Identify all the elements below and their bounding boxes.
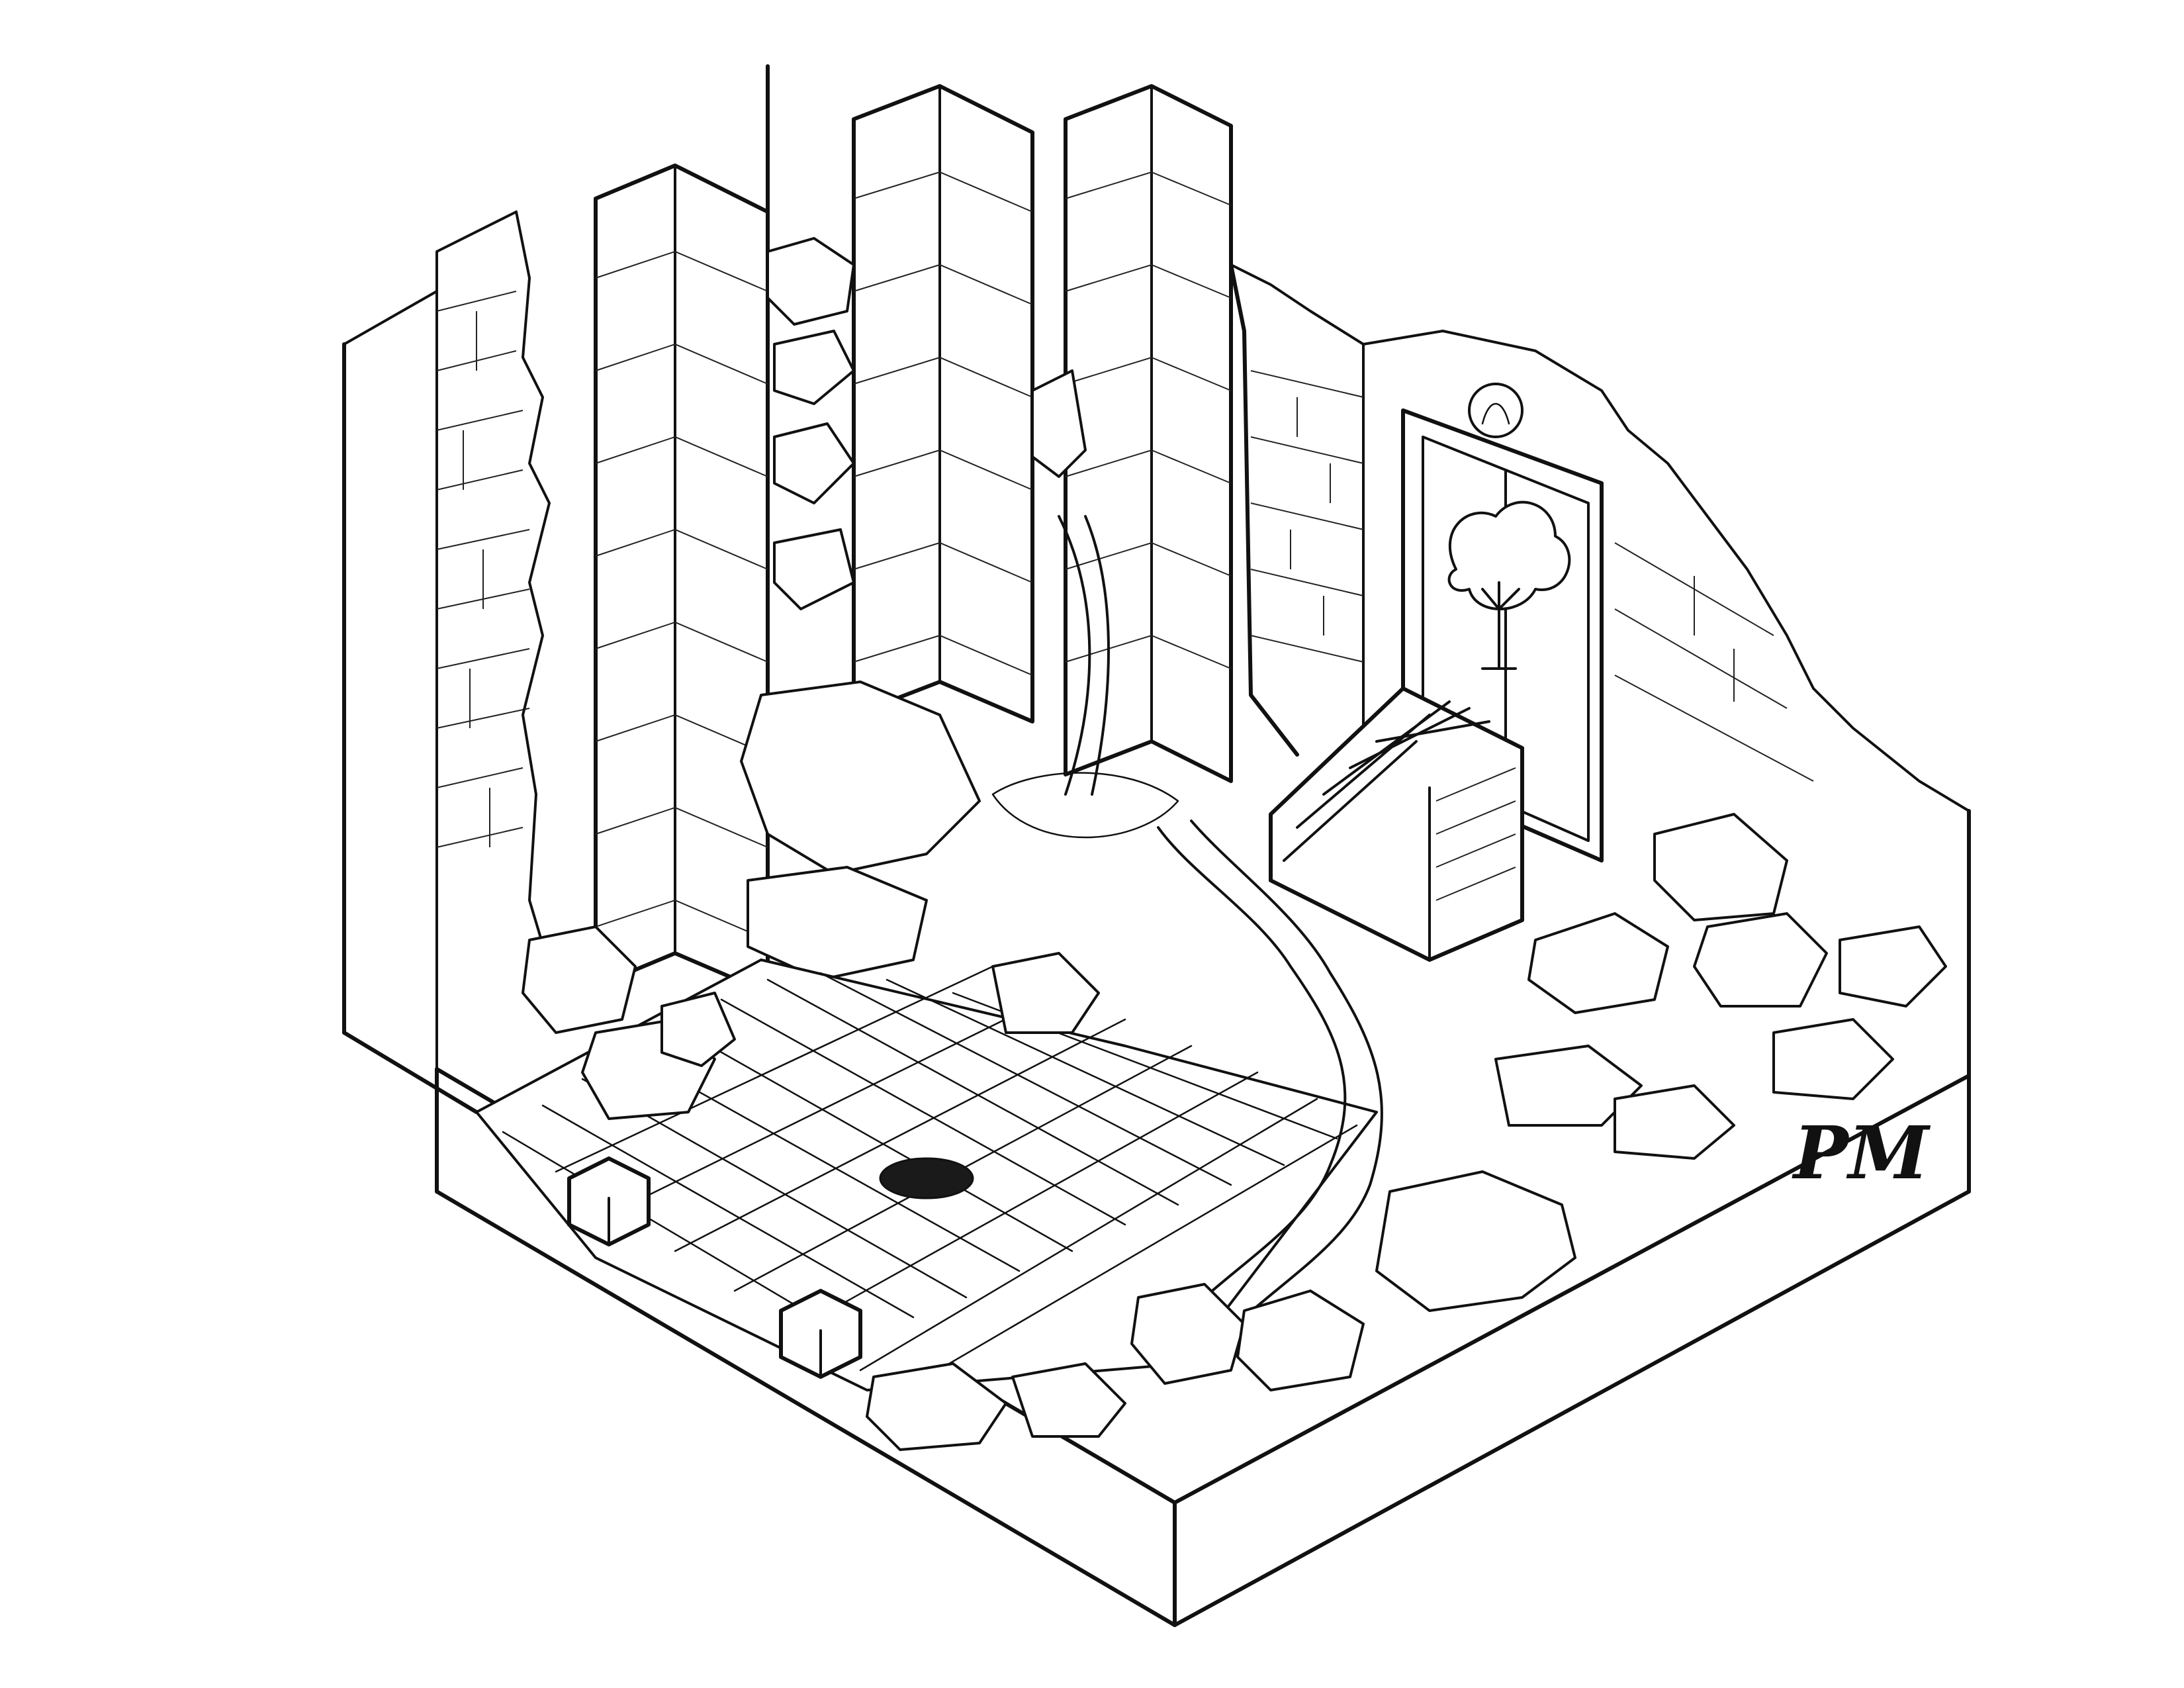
rubble-piles — [522, 813, 1947, 1451]
back-right-wall — [1229, 263, 1970, 822]
tree-emblem-icon — [1447, 500, 1571, 670]
rubble-between-pillars — [740, 237, 1087, 981]
pillar-left — [594, 164, 770, 995]
sun-emblem-icon — [1468, 383, 1524, 438]
artist-signature: PM — [1792, 1110, 1931, 1196]
stone-stairs — [1269, 686, 1524, 962]
pillar-right — [1064, 84, 1233, 783]
back-left-wall — [342, 211, 551, 1114]
stream-channel — [1157, 820, 1383, 1319]
waterfall — [991, 515, 1179, 839]
